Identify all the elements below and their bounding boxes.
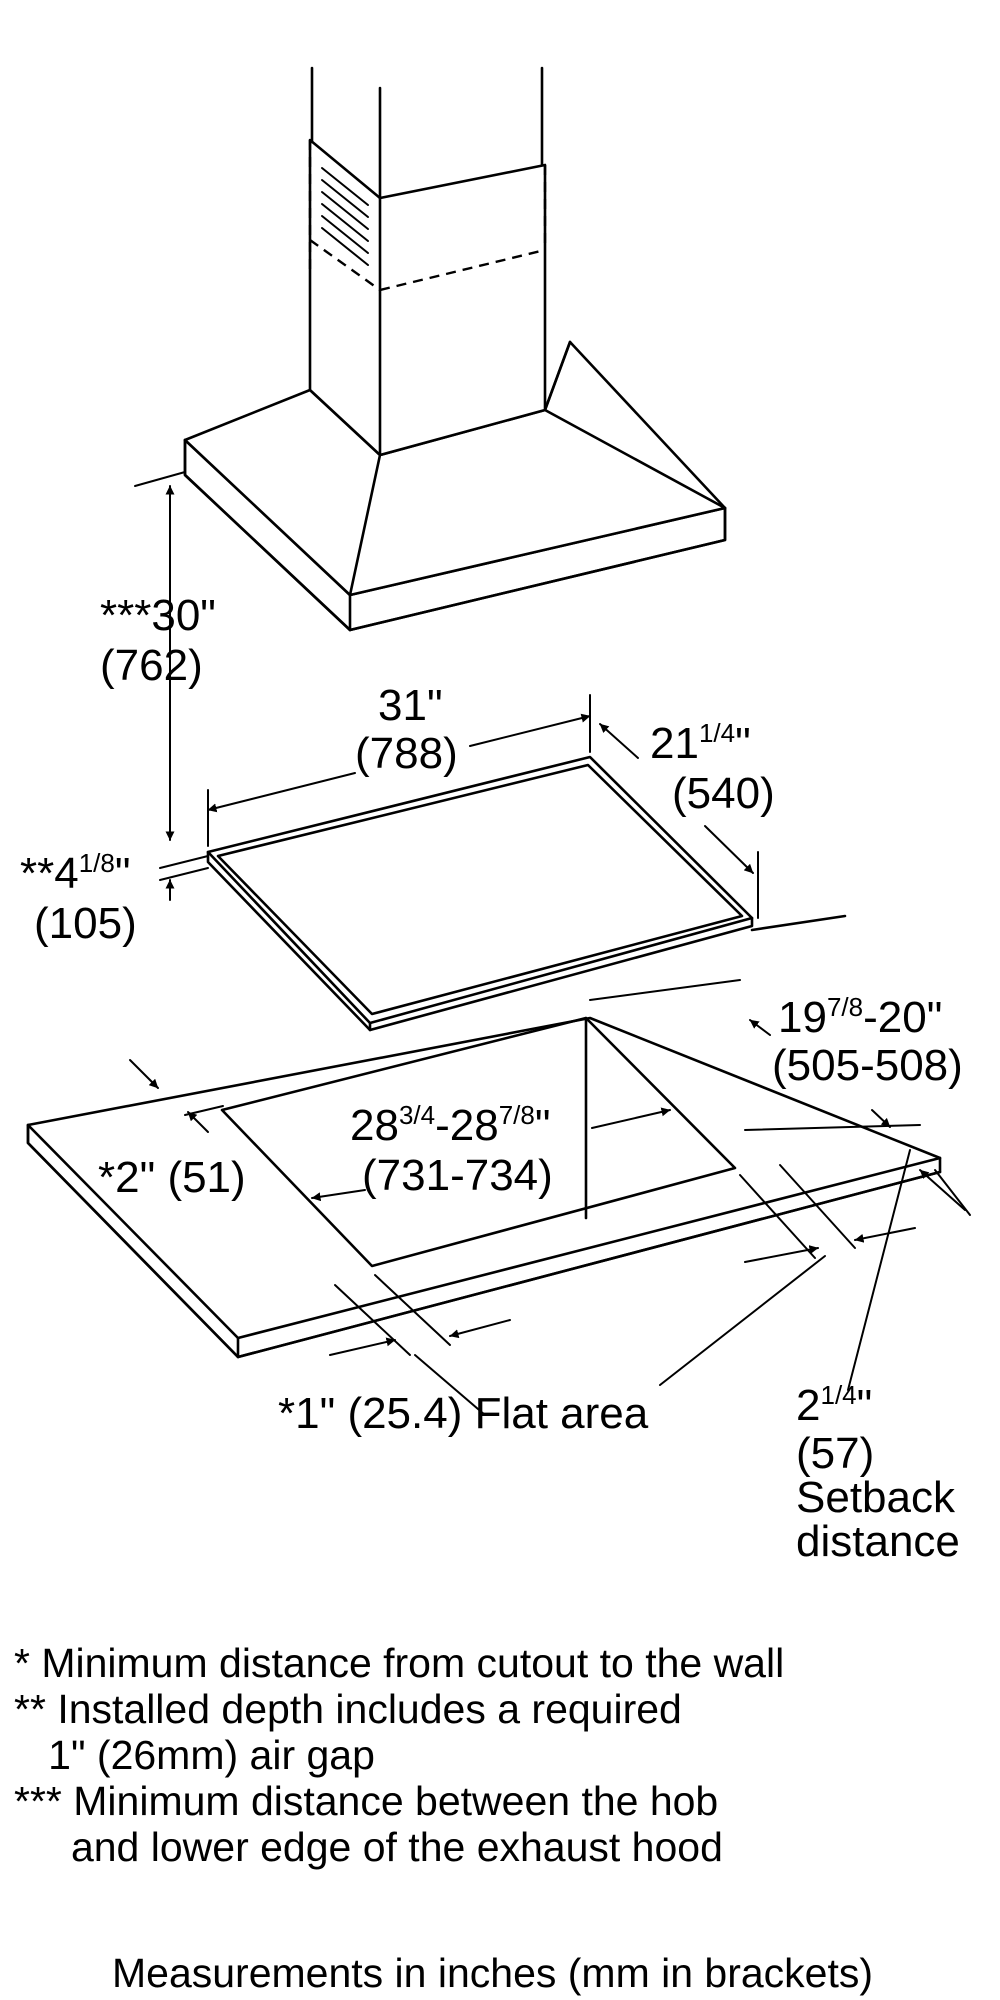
cooktop [206,755,754,1032]
hob-width-mm-label: (788) [355,729,458,778]
hob-width-label: 31" [378,681,443,730]
hob-depth-mm-label: (540) [672,769,775,818]
measurement-units-note: Measurements in inches (mm in brackets) [112,1950,874,1996]
setback-label: 21/4" [796,1380,872,1430]
footnote-2: ** Installed depth includes a required [14,1686,682,1732]
installed-depth-mm-label: (105) [34,899,137,948]
installed-depth-label: **41/8" [20,848,131,898]
hob-depth-label: 211/4" [650,718,751,768]
footnote-2-cont: 1" (26mm) air gap [14,1732,375,1778]
cutout-depth-label: 197/8-20" [778,992,942,1042]
setback-distance-word-label: distance [796,1517,960,1566]
hood-height-label: ***30" [100,591,216,640]
footnote-3-cont: and lower edge of the exhaust hood [14,1824,723,1870]
setback-mm-label: (57) [796,1429,874,1478]
footnote-3: *** Minimum distance between the hob [14,1778,719,1824]
countertop [26,1016,942,1359]
setback-word-label: Setback [796,1473,956,1522]
cutout-width-label: 283/4-287/8" [350,1100,550,1150]
dimension-lines [129,471,971,1416]
wall-distance-label: *2" (51) [98,1153,246,1202]
flat-area-label: *1" (25.4) Flat area [278,1389,649,1438]
wall-line-top [750,914,847,932]
cutout-depth-mm-label: (505-508) [772,1041,963,1090]
exhaust-hood [183,66,727,632]
hood-height-mm-label: (762) [100,641,203,690]
footnote-1: * Minimum distance from cutout to the wa… [14,1640,785,1686]
cutout-width-mm-label: (731-734) [362,1151,553,1200]
